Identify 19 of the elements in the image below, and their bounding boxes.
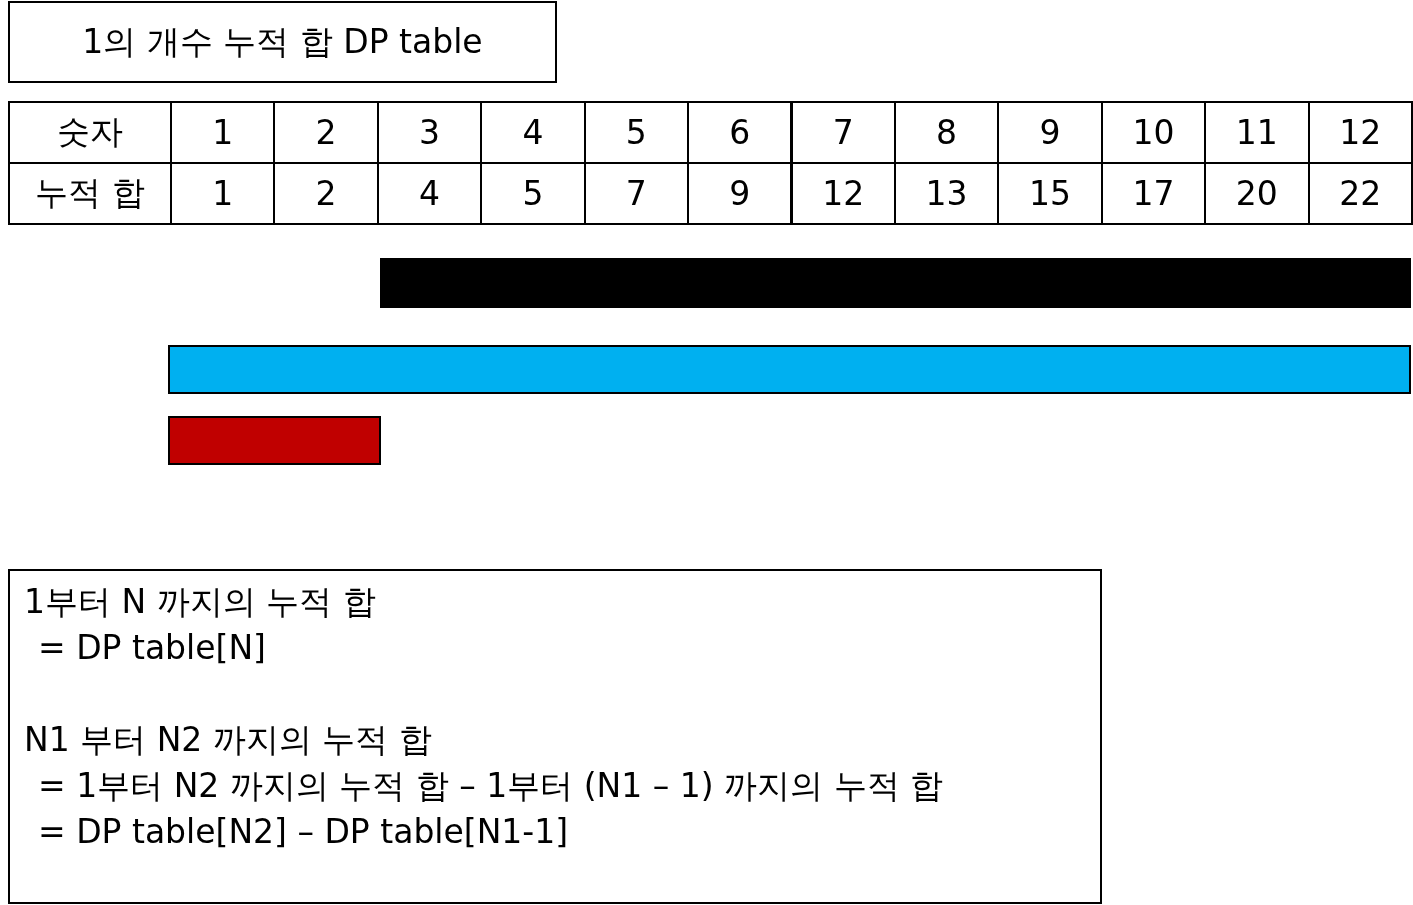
table-cell: 12 (790, 162, 896, 225)
formula-line: = DP table[N2] – DP table[N1-1] (37, 811, 570, 853)
table-cell: 7 (790, 101, 896, 164)
note-box (8, 569, 1102, 904)
note-heading: 1부터 N 까지의 누적 합 (24, 581, 377, 623)
table-cell: 22 (1307, 162, 1413, 225)
range-bar (380, 258, 1411, 308)
range-bar (168, 345, 1411, 394)
formula-line: = DP table[N] (37, 627, 267, 669)
table-cell: 6 (687, 101, 793, 164)
table-cell: 9 (687, 162, 793, 225)
table-cell: 12 (1307, 101, 1413, 164)
range-bar (168, 416, 381, 465)
formula-line: = 1부터 N2 까지의 누적 합 – 1부터 (N1 – 1) 까지의 누적 합 (37, 765, 945, 807)
title-box (8, 1, 557, 83)
title-text: 1의 개수 누적 합 DP table (82, 21, 483, 63)
table-cell: 숫자 (8, 101, 172, 164)
note-heading: N1 부터 N2 까지의 누적 합 (24, 719, 433, 761)
table-cell: 누적 합 (8, 162, 172, 225)
